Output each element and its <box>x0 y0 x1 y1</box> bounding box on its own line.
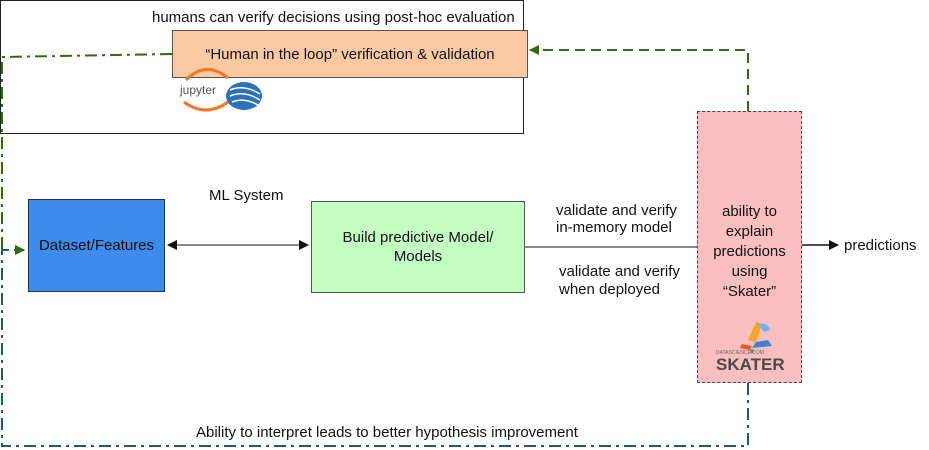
human-in-loop-box: “Human in the loop” verification & valid… <box>172 30 528 78</box>
dataset-features-label: Dataset/Features <box>38 237 155 254</box>
build-model-box: Build predictive Model/ Models <box>311 201 525 293</box>
skater-box: ability to explain predictions using “Sk… <box>697 111 802 383</box>
top-caption: humans can verify decisions using post-h… <box>152 9 515 26</box>
in-memory-label-2: in-memory model <box>556 219 672 236</box>
deployed-label-1: validate and verify <box>559 263 680 280</box>
build-model-line2: Models <box>393 248 443 265</box>
skater-line2: explain <box>725 223 774 240</box>
human-in-loop-label: “Human in the loop” verification & valid… <box>205 45 495 63</box>
skater-logo: DATASCIENCE.COM SKATER <box>716 322 785 374</box>
build-model-line1: Build predictive Model/ <box>342 229 494 246</box>
bottom-caption: Ability to interpret leads to better hyp… <box>196 424 578 441</box>
feedback-arrow-human-to-dataset <box>1 53 173 255</box>
skater-logo-text: SKATER <box>716 355 785 374</box>
feedback-arrow-bottom-loop <box>1 245 749 447</box>
predictions-label: predictions <box>844 237 917 254</box>
ml-system-title: ML System <box>209 187 284 204</box>
deployed-label-2: when deployed <box>559 281 660 298</box>
feedback-arrow-skater-to-human <box>529 45 749 111</box>
skater-line5: “Skater” <box>722 283 777 300</box>
skater-logo-small-text: DATASCIENCE.COM <box>716 350 764 356</box>
jupyter-logo-text: jupyter <box>179 83 216 97</box>
dataset-features-box: Dataset/Features <box>28 199 165 292</box>
in-memory-label-1: validate and verify <box>556 202 677 219</box>
jupyter-logo: jupyter <box>179 68 262 112</box>
skater-line3: predictions <box>713 243 786 260</box>
skater-line4: using <box>731 263 768 280</box>
skater-line1: ability to <box>721 203 778 220</box>
